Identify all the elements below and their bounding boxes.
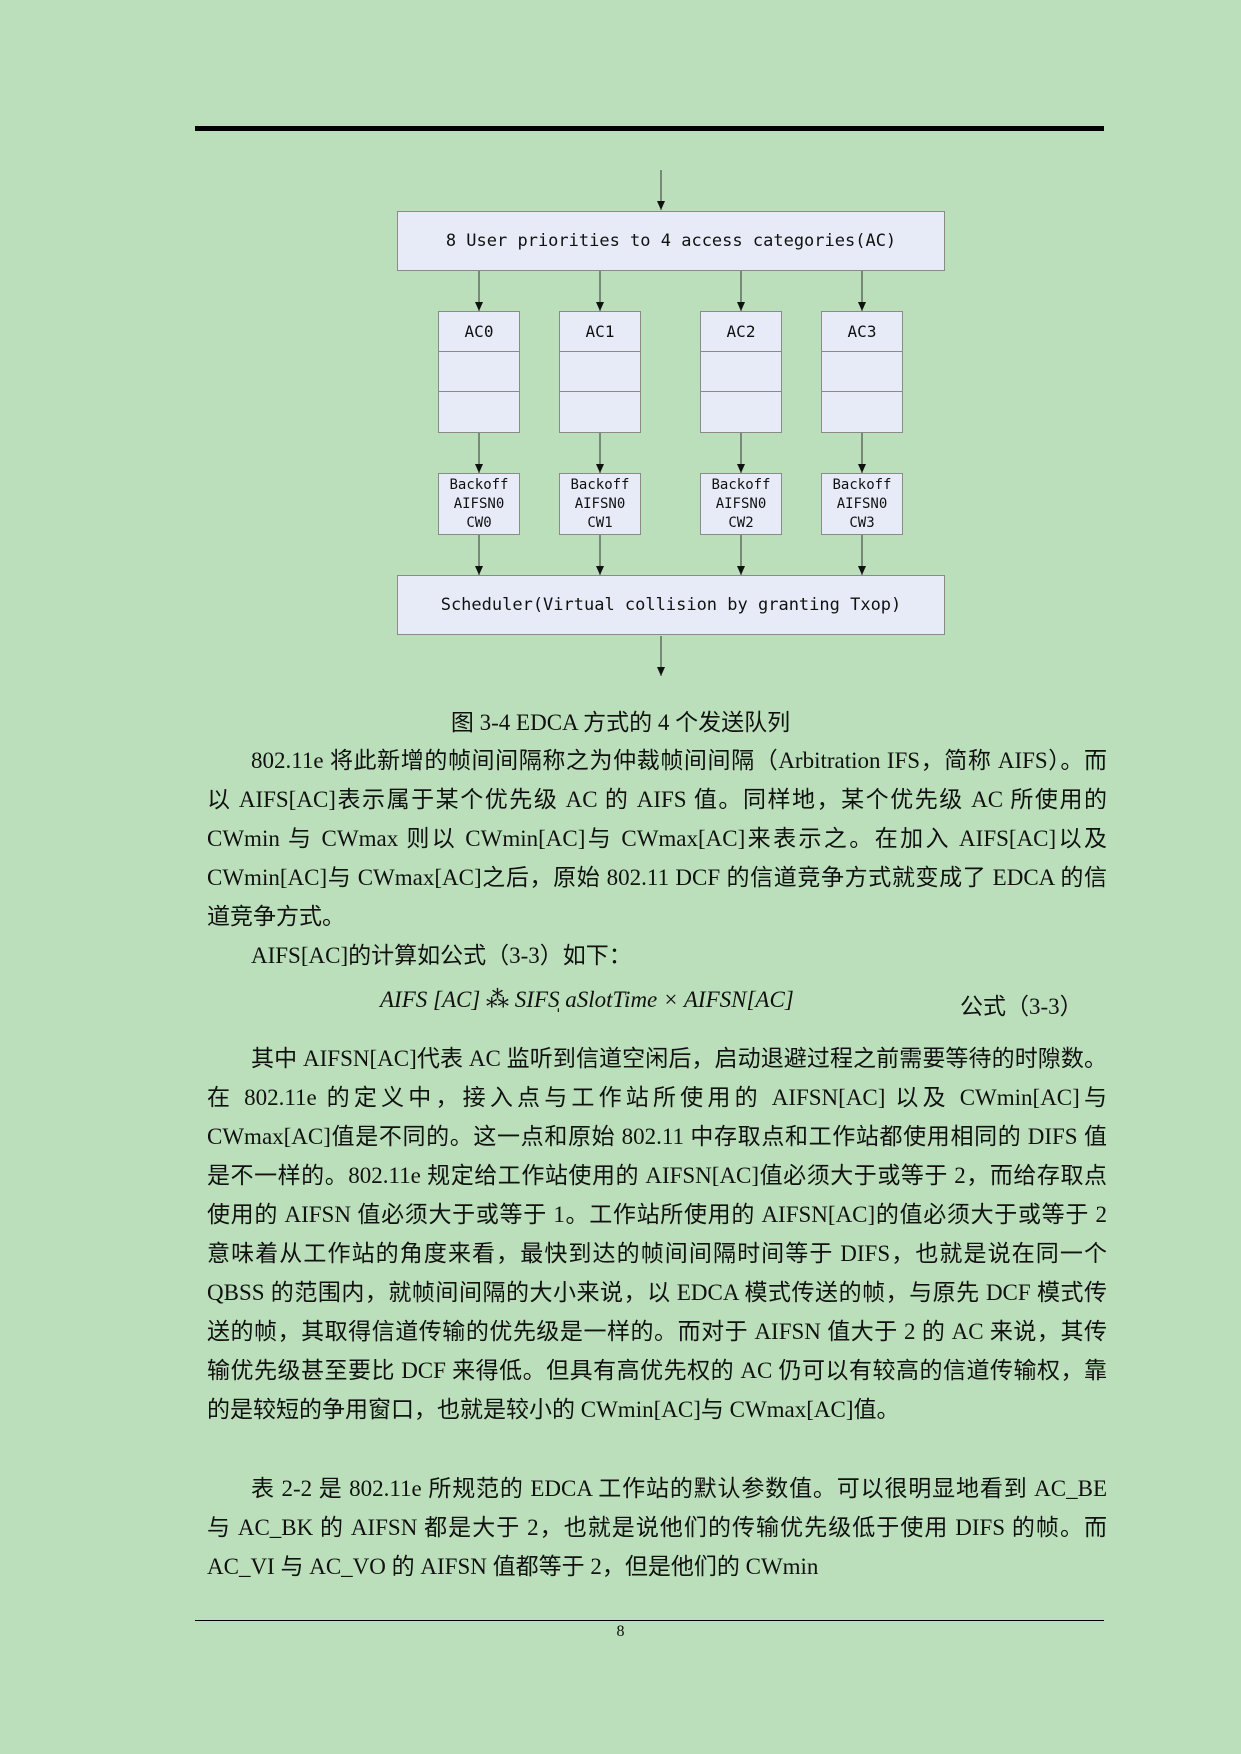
backoff-box-3: Backoff AIFSN0 CW3 bbox=[821, 473, 903, 535]
cw-label: CW0 bbox=[466, 515, 492, 531]
figure-caption: 图 3-4 EDCA 方式的 4 个发送队列 bbox=[450, 710, 791, 735]
scheduler-box: Scheduler(Virtual collision by granting … bbox=[397, 575, 945, 635]
queue-ac3-label: AC3 bbox=[822, 312, 902, 352]
priority-mapping-label: 8 User priorities to 4 access categories… bbox=[445, 231, 897, 251]
cw-label: CW2 bbox=[728, 515, 754, 531]
queue-ac0-label: AC0 bbox=[439, 312, 519, 352]
queue-slot bbox=[439, 352, 519, 392]
queue-ac1: AC1 bbox=[559, 311, 641, 433]
priority-mapping-box: 8 User priorities to 4 access categories… bbox=[397, 211, 945, 271]
backoff-box-1: Backoff AIFSN0 CW1 bbox=[559, 473, 641, 535]
queue-slot bbox=[560, 352, 640, 392]
queue-slot bbox=[439, 392, 519, 432]
queue-ac3: AC3 bbox=[821, 311, 903, 433]
queue-ac1-label: AC1 bbox=[560, 312, 640, 352]
aifsn-label: AIFSN0 bbox=[715, 496, 767, 512]
paragraph-1: 802.11e 将此新增的帧间间隔称之为仲裁帧间间隔（Arbitration I… bbox=[207, 748, 1107, 929]
backoff-box-2: Backoff AIFSN0 CW2 bbox=[700, 473, 782, 535]
backoff-label: Backoff bbox=[570, 477, 630, 493]
queue-slot bbox=[822, 352, 902, 392]
aifsn-label: AIFSN0 bbox=[836, 496, 888, 512]
formula: AIFS [AC] ⁂ SIFS̩ aSlotTime × AIFSN[AC] bbox=[380, 987, 794, 1012]
queue-ac2: AC2 bbox=[700, 311, 782, 433]
queue-slot bbox=[822, 392, 902, 432]
backoff-label: Backoff bbox=[832, 477, 892, 493]
queue-slot bbox=[701, 392, 781, 432]
queue-slot bbox=[701, 352, 781, 392]
formula-label: 公式（3-3） bbox=[960, 994, 1083, 1019]
cw-label: CW1 bbox=[587, 515, 613, 531]
scheduler-label: Scheduler(Virtual collision by granting … bbox=[440, 595, 902, 615]
queue-slot bbox=[560, 392, 640, 432]
queue-ac2-label: AC2 bbox=[701, 312, 781, 352]
paragraph-2: AIFS[AC]的计算如公式（3-3）如下： bbox=[251, 943, 632, 968]
backoff-box-0: Backoff AIFSN0 CW0 bbox=[438, 473, 520, 535]
header-rule bbox=[195, 126, 1104, 131]
cw-label: CW3 bbox=[849, 515, 875, 531]
queue-ac0: AC0 bbox=[438, 311, 520, 433]
edca-diagram: 8 User priorities to 4 access categories… bbox=[0, 0, 1241, 690]
aifsn-label: AIFSN0 bbox=[453, 496, 505, 512]
paragraph-3: 其中 AIFSN[AC]代表 AC 监听到信道空闲后，启动退避过程之前需要等待的… bbox=[207, 1046, 1107, 1422]
footer-rule bbox=[195, 1620, 1104, 1621]
diagram-arrows bbox=[475, 170, 866, 676]
backoff-label: Backoff bbox=[449, 477, 509, 493]
aifsn-label: AIFSN0 bbox=[574, 496, 626, 512]
backoff-label: Backoff bbox=[711, 477, 771, 493]
page-number: 8 bbox=[616, 1623, 625, 1640]
paragraph-4: 表 2-2 是 802.11e 所规范的 EDCA 工作站的默认参数值。可以很明… bbox=[207, 1476, 1107, 1579]
